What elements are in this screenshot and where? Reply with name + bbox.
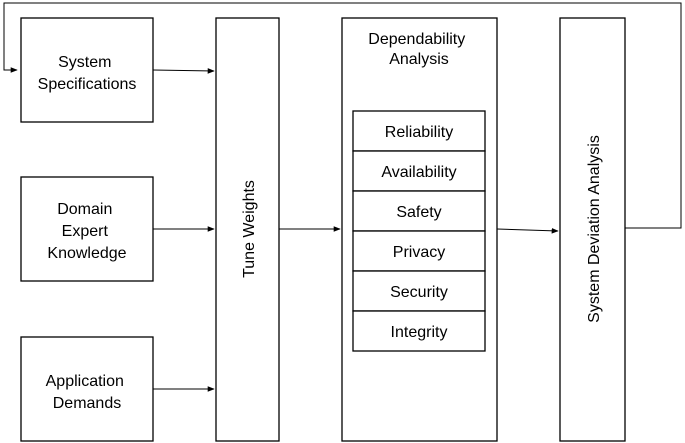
attribute-integrity-label: Integrity — [391, 324, 448, 341]
domain-expert-knowledge-box — [20, 176, 154, 282]
dependability-analysis-title: Dependability Analysis — [368, 31, 469, 68]
domain-expert-knowledge-line-3: Knowledge — [47, 245, 126, 262]
system-deviation-analysis-box — [559, 17, 626, 442]
feedback-loop-line — [3, 2, 682, 229]
application-demands-line-1: Application — [46, 373, 124, 390]
attribute-integrity-box — [352, 310, 486, 352]
dependability-title-line-1: Dependability — [368, 31, 465, 48]
attribute-safety-box — [352, 190, 486, 232]
attribute-reliability-label: Reliability — [385, 124, 453, 141]
application-demands-line-2: Demands — [53, 395, 121, 412]
dependability-attributes-list: Reliability Availability Safety Privacy … — [352, 110, 486, 352]
domain-expert-knowledge-label: Domain Expert Knowledge — [47, 201, 126, 262]
tune-weights-label: Tune Weights — [241, 180, 258, 278]
attribute-privacy-box — [352, 230, 486, 272]
arrow-dependability-to-deviation-analysis — [496, 227, 559, 234]
application-demands-box — [20, 336, 154, 442]
attribute-availability-label: Availability — [381, 164, 456, 181]
system-specifications-line-2: Specifications — [38, 76, 137, 93]
attribute-privacy-label: Privacy — [393, 244, 445, 261]
tune-weights-box — [215, 17, 280, 442]
attribute-security-box — [352, 270, 486, 312]
system-specifications-label: System Specifications — [38, 54, 137, 93]
system-specifications-line-1: System — [58, 54, 111, 71]
domain-expert-knowledge-line-1: Domain — [57, 201, 112, 218]
arrow-specifications-to-tune-weights — [152, 68, 215, 74]
attribute-availability-box — [352, 150, 486, 192]
attribute-security-label: Security — [390, 284, 448, 301]
dependability-title-line-2: Analysis — [389, 51, 449, 68]
application-demands-label: Application Demands — [46, 373, 129, 412]
domain-expert-knowledge-line-2: Expert — [62, 223, 109, 240]
attribute-safety-label: Safety — [396, 204, 441, 221]
system-deviation-analysis-label: System Deviation Analysis — [586, 135, 603, 323]
system-specifications-box — [20, 17, 154, 123]
